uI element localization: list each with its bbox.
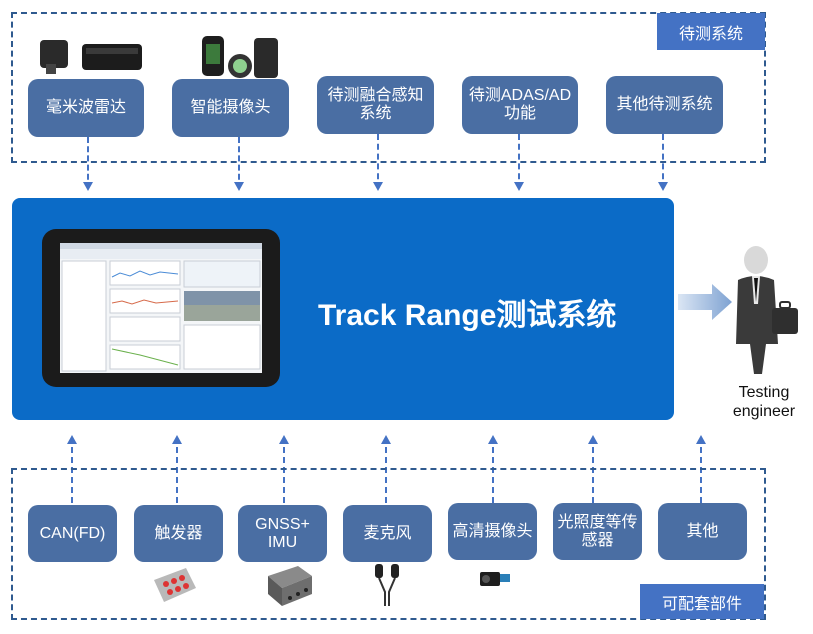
- engineer-figure-icon: [736, 246, 798, 374]
- node-microphone: 麦克风: [343, 505, 432, 562]
- arrow-microphone: [381, 435, 391, 503]
- node-other-dut: 其他待测系统: [606, 76, 723, 134]
- parts-group-tag: 可配套部件: [640, 584, 764, 619]
- arrow-trigger: [172, 435, 182, 503]
- node-smart-camera: 智能摄像头: [172, 79, 289, 137]
- arrow-hd-camera: [488, 435, 498, 503]
- arrow-camera: [234, 137, 244, 191]
- arrow-other-part: [696, 435, 706, 503]
- arrow-gnss: [279, 435, 289, 503]
- node-other-part: 其他: [658, 503, 747, 560]
- node-mmwave-radar: 毫米波雷达: [28, 79, 144, 137]
- node-trigger: 触发器: [134, 505, 223, 562]
- tablet-image: [42, 229, 280, 387]
- node-adas-ad: 待测ADAS/AD功能: [462, 76, 578, 134]
- arrow-other-dut: [658, 134, 668, 191]
- arrow-can: [67, 435, 77, 503]
- tablet-screen: [60, 243, 262, 373]
- node-fusion-perception: 待测融合感知系统: [317, 76, 434, 134]
- arrow-radar: [83, 137, 93, 191]
- arrow-fusion: [373, 134, 383, 191]
- dut-group-tag: 待测系统: [657, 13, 765, 50]
- arrow-light-sensor: [588, 435, 598, 503]
- engineer-label: Testing engineer: [732, 384, 796, 420]
- trigger-device-image: [154, 568, 196, 602]
- hd-camera-device-image: [480, 572, 510, 586]
- gnss-device-image: [268, 566, 312, 606]
- node-hd-camera: 高清摄像头: [448, 503, 537, 560]
- arrow-adas: [514, 134, 524, 191]
- camera-device-image: [202, 36, 278, 78]
- main-system-title: Track Range测试系统: [318, 299, 617, 332]
- node-gnss-imu: GNSS+ IMU: [238, 505, 327, 562]
- radar-device-image: [40, 40, 142, 74]
- node-light-sensor: 光照度等传感器: [553, 503, 642, 560]
- dut-group-box: [11, 12, 766, 163]
- microphone-device-image: [375, 564, 399, 606]
- arrow-to-engineer: [678, 284, 732, 320]
- node-can-fd: CAN(FD): [28, 505, 117, 562]
- parts-group-box: [11, 468, 766, 620]
